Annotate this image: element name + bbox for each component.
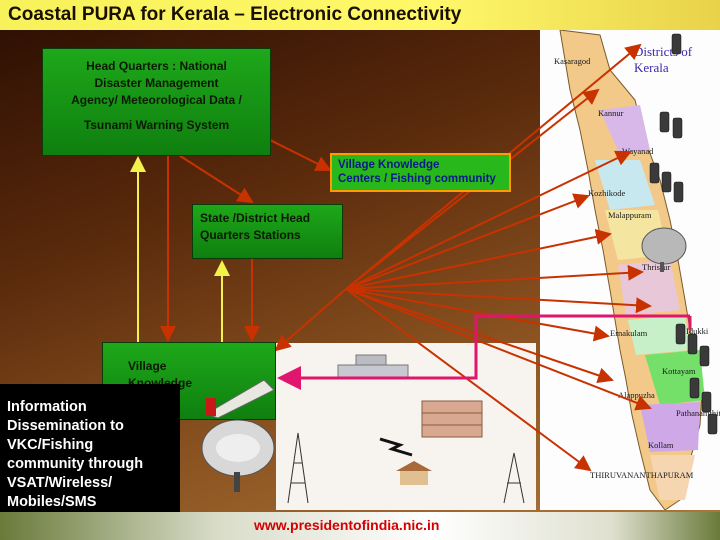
district-label-kasaragod: Kasaragod [554, 56, 591, 66]
building-icon [421, 400, 483, 438]
info-line-6: Mobiles/SMS [7, 494, 97, 510]
sms-link-line [277, 314, 690, 390]
district-label-kozhikode: Kozhikode [588, 188, 626, 198]
vsat-dish-icon [201, 419, 275, 492]
mobile-phone-icon [659, 111, 670, 133]
info-line-2: Dissemination to [7, 418, 124, 434]
hq-line-4: Tsunami Warning System [83, 118, 230, 132]
hq-line-1: Head Quarters : National [86, 59, 227, 73]
mobile-phone-icon [661, 171, 672, 193]
district-label-kottayam: Kottayam [662, 366, 696, 376]
mobile-phone-icon [707, 413, 718, 435]
vkc-fishing-node: Village Knowledge Centers / Fishing comm… [330, 153, 511, 192]
district-label-thiruvananthapuram: THIRUVANANTHAPURAM [590, 470, 694, 480]
network-illustration [276, 343, 536, 510]
info-panel [0, 384, 180, 512]
title-bar [0, 0, 720, 30]
vkc-fishing-line-1: Village Knowledge [338, 159, 440, 171]
tower-icon [287, 432, 309, 504]
district-label-thrissur: Thrissur [642, 262, 671, 272]
footer-url[interactable]: www.presidentofindia.nic.in [254, 517, 440, 533]
satellite-dish-icon [641, 227, 687, 272]
district-label-kannur: Kannur [598, 108, 624, 118]
info-line-3: VKC/Fishing [7, 437, 94, 453]
mobile-phone-icon [701, 391, 712, 413]
info-line-1: Information [7, 399, 87, 415]
info-line-4: community through [7, 456, 144, 472]
signal-bolt-icon [379, 437, 413, 457]
wireless-device-icon [204, 379, 275, 418]
district-label-kollam: Kollam [648, 440, 674, 450]
district-label-ernakulam: Ernakulam [610, 328, 648, 338]
district-label-idukki: Idukki [686, 326, 709, 336]
district-label-wayanad: Wayanad [622, 146, 654, 156]
state-line-1: State /District Head [200, 211, 311, 225]
district-label-pathanamthitta: Pathanamthitta [676, 408, 720, 418]
mobile-phone-icon [649, 162, 660, 184]
hut-icon [396, 461, 432, 485]
vkc-line-1: Village [128, 359, 167, 373]
slide-title: Coastal PURA for Kerala – Electronic Con… [8, 4, 462, 25]
info-text: Information Dissemination to VKC/Fishing… [7, 398, 177, 512]
tower-icon [503, 452, 525, 504]
mobile-phone-icon [673, 181, 684, 203]
footer-bar [0, 512, 720, 540]
hq-node: Head Quarters : National Disaster Manage… [42, 48, 271, 156]
mobile-phone-icon [699, 345, 710, 367]
district-label-alappuzha: Alappuzha [618, 390, 655, 400]
arrow-hq-to-state [173, 151, 254, 204]
hq-line-3: Agency/ Meteorological Data / [71, 93, 242, 107]
mobile-phone-icon [672, 117, 683, 139]
mobile-phone-icon [675, 323, 686, 345]
state-line-2: Quarters Stations [200, 228, 301, 242]
mobile-phone-icon [671, 33, 682, 55]
mobile-phone-icon [689, 377, 700, 399]
district-label-malappuram: Malappuram [608, 210, 652, 220]
ship-icon [337, 354, 409, 380]
info-line-5: VSAT/Wireless/ [7, 475, 113, 491]
hq-line-2: Disaster Management [94, 76, 219, 90]
mobile-phone-icon [687, 333, 698, 355]
vkc-fishing-line-2: Centers / Fishing community [338, 173, 496, 185]
state-district-node: State /District Head Quarters Stations [192, 204, 343, 259]
